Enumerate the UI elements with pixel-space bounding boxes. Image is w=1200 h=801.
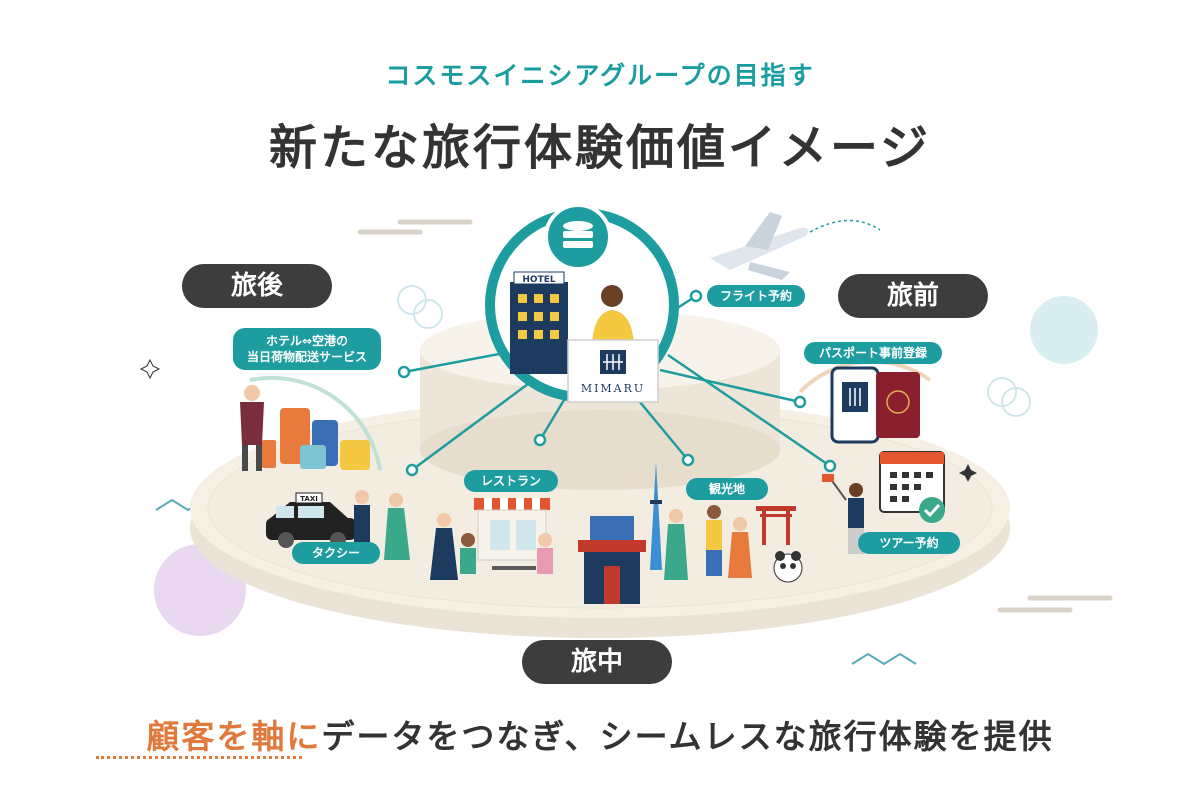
decor-cloud-lines xyxy=(357,219,1113,613)
torii-gate-icon xyxy=(756,506,796,545)
restaurant-icon xyxy=(474,498,550,561)
service-passport: パスポート事前登録 xyxy=(804,342,942,364)
service-flight: フライト予約 xyxy=(707,285,805,307)
calendar-icon xyxy=(879,451,945,513)
tagline-highlight: 顧客を軸に xyxy=(146,717,322,756)
decor-dot-circle-right xyxy=(1030,296,1098,364)
airplane-icon xyxy=(710,212,881,280)
hotel-staff-figure xyxy=(592,285,634,345)
hotel-building-icon xyxy=(510,271,568,374)
check-mark-icon xyxy=(919,497,945,523)
service-tour: ツアー予約 xyxy=(858,532,960,554)
connector-nodes xyxy=(397,289,837,477)
diagram-title: 新たな旅行体験価値イメージ xyxy=(268,120,932,176)
hotel-hub: HOTEL MIMARU xyxy=(485,208,679,403)
phase-label-before: 旅前 xyxy=(838,274,988,318)
database-icon xyxy=(544,203,612,271)
sparkle-stars xyxy=(139,358,977,482)
decor-zigzag-right xyxy=(851,652,917,666)
service-luggage-line2: 当日荷物配送サービス xyxy=(246,350,367,364)
after-phase-arc xyxy=(249,375,382,471)
service-luggage-delivery: ホテル⇔空港の 当日荷物配送サービス xyxy=(233,328,381,370)
restaurant-diners xyxy=(430,513,553,580)
taxi-sign-text: TAXI xyxy=(300,495,318,503)
temple-gate-icon xyxy=(578,516,646,604)
luggage-group-icon xyxy=(280,408,370,470)
mimaru-card xyxy=(567,339,659,403)
decor-circles xyxy=(397,285,1031,417)
tagline: 顧客を軸にデータをつなぎ、シームレスな旅行体験を提供 xyxy=(0,710,1200,758)
passport-phone-icon xyxy=(830,366,920,444)
diagram-subtitle: コスモスイニシアグループの目指す xyxy=(385,61,815,90)
mimaru-brand-text: MIMARU xyxy=(581,382,645,395)
traveler-with-luggage xyxy=(240,385,276,471)
service-sightseeing: 観光地 xyxy=(686,478,768,500)
tower-icon xyxy=(650,462,662,570)
hotel-sign-text: HOTEL xyxy=(522,275,555,285)
service-taxi: タクシー xyxy=(292,542,380,564)
taxi-passengers xyxy=(354,490,410,560)
platform-disc xyxy=(190,398,1010,638)
service-luggage-line1: ホテル⇔空港の xyxy=(265,334,349,348)
tagline-rest: データをつなぎ、シームレスな旅行体験を提供 xyxy=(321,717,1054,756)
panda-icon xyxy=(773,551,803,583)
tagline-underline xyxy=(96,756,302,759)
sightseeing-tourists xyxy=(664,505,752,580)
taxi-car-icon xyxy=(266,492,356,548)
service-restaurant: レストラン xyxy=(464,470,558,492)
phase-label-after: 旅後 xyxy=(182,264,332,308)
phase-label-during: 旅中 xyxy=(522,640,672,684)
